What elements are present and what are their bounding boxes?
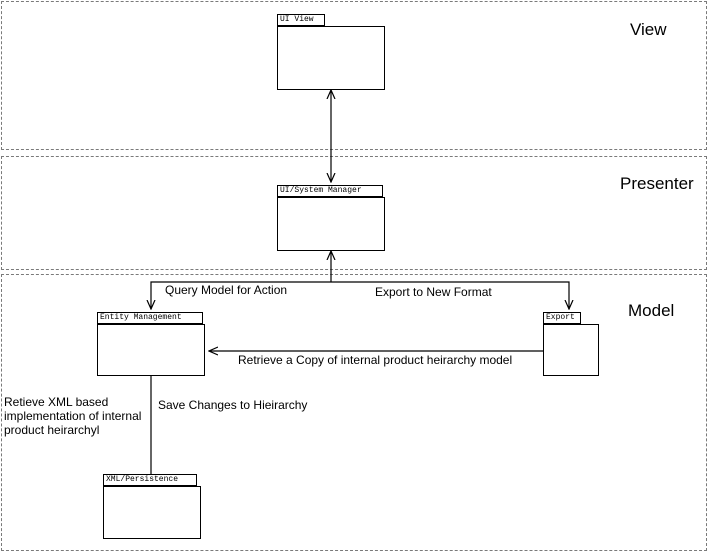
export-edge (331, 281, 569, 309)
save-changes-label: Save Changes to Hieirarchy (158, 398, 308, 412)
entity-management-package (97, 324, 205, 376)
ui-system-manager-package-tab: UI/System Manager (277, 185, 383, 197)
export-format-label: Export to New Format (375, 285, 492, 299)
presenter-layer-title: Presenter (620, 174, 694, 193)
view-layer (1, 1, 707, 150)
export-package-tab: Export (543, 312, 581, 324)
view-layer-title: View (630, 20, 667, 39)
retrieve-copy-label: Retrieve a Copy of internal product heir… (238, 353, 513, 367)
model-layer-title: Model (628, 301, 675, 320)
ui-view-package (277, 26, 385, 90)
retrieve-xml-label: Retieve XML based implementation of inte… (4, 395, 142, 437)
presenter-layer (1, 156, 707, 270)
ui-view-package-tab: UI View (277, 14, 325, 26)
model-layer (1, 274, 707, 551)
query-model-label: Query Model for Action (165, 283, 288, 297)
ui-system-manager-package (277, 197, 385, 251)
query-model-edge (151, 281, 331, 309)
xml-persistence-package (103, 486, 201, 539)
entity-management-package-tab: Entity Management (97, 312, 203, 324)
xml-persistence-package-tab: XML/Persistence (103, 474, 197, 486)
export-package (543, 324, 599, 376)
